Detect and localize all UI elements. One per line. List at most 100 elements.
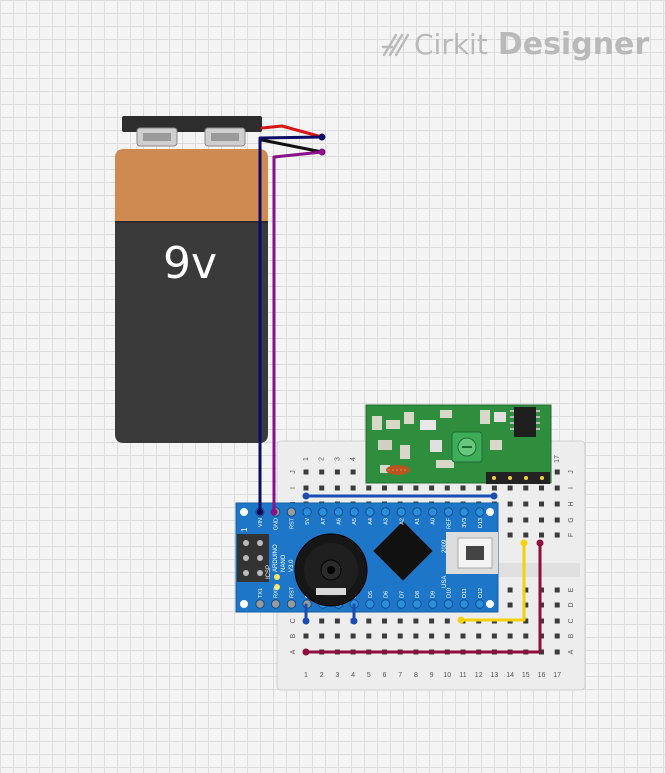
breadboard-hole[interactable]: [523, 587, 529, 593]
breadboard-hole[interactable]: [350, 633, 356, 639]
breadboard-hole[interactable]: [554, 633, 560, 639]
nano-pin-a7[interactable]: [318, 507, 328, 517]
nano-pin-a0[interactable]: [428, 507, 438, 517]
breadboard-hole[interactable]: [507, 633, 513, 639]
nano-pin-d12[interactable]: [475, 599, 485, 609]
nano-pin-tx1[interactable]: [255, 599, 265, 609]
breadboard-hole[interactable]: [523, 618, 529, 624]
breadboard-hole[interactable]: [507, 501, 513, 507]
breadboard-hole[interactable]: [507, 485, 513, 491]
nano-pin-d8[interactable]: [412, 599, 422, 609]
nano-pin-a1[interactable]: [412, 507, 422, 517]
nano-pin-d9[interactable]: [428, 599, 438, 609]
nano-top-header[interactable]: [255, 507, 485, 517]
breadboard-hole[interactable]: [444, 633, 450, 639]
nano-pin-a4[interactable]: [365, 507, 375, 517]
breadboard-hole[interactable]: [382, 485, 387, 491]
breadboard-hole[interactable]: [523, 517, 529, 523]
breadboard-hole[interactable]: [382, 618, 387, 624]
breadboard-hole[interactable]: [507, 532, 513, 538]
breadboard-hole[interactable]: [334, 485, 340, 491]
nano-pin-rx0[interactable]: [271, 599, 281, 609]
breadboard-hole[interactable]: [507, 587, 513, 593]
breadboard-hole[interactable]: [319, 469, 325, 475]
breadboard-hole[interactable]: [507, 602, 513, 608]
breadboard-hole[interactable]: [397, 633, 403, 639]
breadboard-hole[interactable]: [539, 501, 544, 507]
breadboard-hole[interactable]: [554, 469, 560, 475]
nano-bottom-header[interactable]: [255, 599, 485, 609]
nano-pin-d11[interactable]: [459, 599, 469, 609]
battery-red-lead[interactable]: [260, 124, 324, 139]
breadboard-hole[interactable]: [429, 618, 435, 624]
breadboard-hole[interactable]: [554, 501, 560, 507]
breadboard-hole[interactable]: [366, 633, 372, 639]
breadboard-hole[interactable]: [476, 633, 482, 639]
breadboard-hole[interactable]: [397, 618, 403, 624]
breadboard-hole[interactable]: [523, 485, 529, 491]
wire-gnd-to-battery[interactable]: [272, 150, 324, 514]
nano-pin-rst[interactable]: [286, 599, 297, 609]
rf-receiver-module[interactable]: [365, 404, 552, 484]
breadboard-hole[interactable]: [539, 532, 544, 538]
breadboard-hole[interactable]: [476, 485, 482, 491]
nano-pin-d7[interactable]: [396, 599, 406, 609]
wires[interactable]: [258, 124, 542, 654]
breadboard-hole[interactable]: [303, 633, 309, 639]
nano-pin-5v[interactable]: [302, 507, 312, 517]
breadboard-hole[interactable]: [382, 633, 387, 639]
breadboard-hole[interactable]: [319, 633, 325, 639]
breadboard-hole[interactable]: [319, 485, 325, 491]
breadboard-hole[interactable]: [444, 618, 450, 624]
nano-pin-d10[interactable]: [443, 599, 454, 609]
nano-pin-ref[interactable]: [443, 507, 454, 517]
wire-maroon[interactable]: [304, 541, 542, 654]
nano-pin-a5[interactable]: [349, 507, 359, 517]
nano-pin-d13[interactable]: [475, 507, 485, 517]
nano-pin-3v3[interactable]: [459, 507, 469, 517]
breadboard-hole[interactable]: [523, 501, 529, 507]
breadboard-hole[interactable]: [444, 485, 450, 491]
breadboard-hole[interactable]: [507, 517, 513, 523]
breadboard-hole[interactable]: [554, 649, 560, 655]
nano-pin-d5[interactable]: [365, 599, 375, 609]
nano-pin-rst[interactable]: [286, 507, 297, 517]
breadboard-hole[interactable]: [303, 485, 309, 491]
breadboard-hole[interactable]: [491, 633, 497, 639]
breadboard-hole[interactable]: [523, 602, 529, 608]
breadboard-hole[interactable]: [334, 633, 340, 639]
breadboard-hole[interactable]: [413, 618, 419, 624]
breadboard-hole[interactable]: [413, 633, 419, 639]
nano-pin-a6[interactable]: [333, 507, 344, 517]
wire-vin-to-battery[interactable]: [258, 135, 324, 514]
breadboard-hole[interactable]: [366, 618, 372, 624]
breadboard-hole[interactable]: [303, 469, 309, 475]
breadboard-hole[interactable]: [523, 532, 529, 538]
breadboard-hole[interactable]: [397, 485, 403, 491]
nano-pin-a2[interactable]: [396, 507, 406, 517]
nano-pin-a3[interactable]: [380, 507, 391, 517]
breadboard-hole[interactable]: [491, 485, 497, 491]
piezo-buzzer[interactable]: [294, 533, 368, 607]
breadboard-hole[interactable]: [554, 618, 560, 624]
breadboard-hole[interactable]: [460, 633, 466, 639]
breadboard-hole[interactable]: [554, 532, 560, 538]
breadboard-hole[interactable]: [539, 517, 544, 523]
breadboard-hole[interactable]: [319, 618, 325, 624]
breadboard-hole[interactable]: [429, 633, 435, 639]
breadboard-hole[interactable]: [539, 485, 544, 491]
breadboard-hole[interactable]: [554, 517, 560, 523]
wire-yellow[interactable]: [459, 541, 526, 622]
battery-9v[interactable]: 9v: [115, 116, 268, 443]
breadboard-hole[interactable]: [350, 485, 356, 491]
breadboard-hole[interactable]: [523, 633, 529, 639]
breadboard-hole[interactable]: [554, 485, 560, 491]
breadboard-hole[interactable]: [554, 602, 560, 608]
breadboard-hole[interactable]: [366, 485, 372, 491]
nano-pin-d6[interactable]: [380, 599, 391, 609]
breadboard-hole[interactable]: [413, 485, 419, 491]
breadboard-hole[interactable]: [429, 485, 435, 491]
battery-black-lead[interactable]: [260, 138, 324, 154]
